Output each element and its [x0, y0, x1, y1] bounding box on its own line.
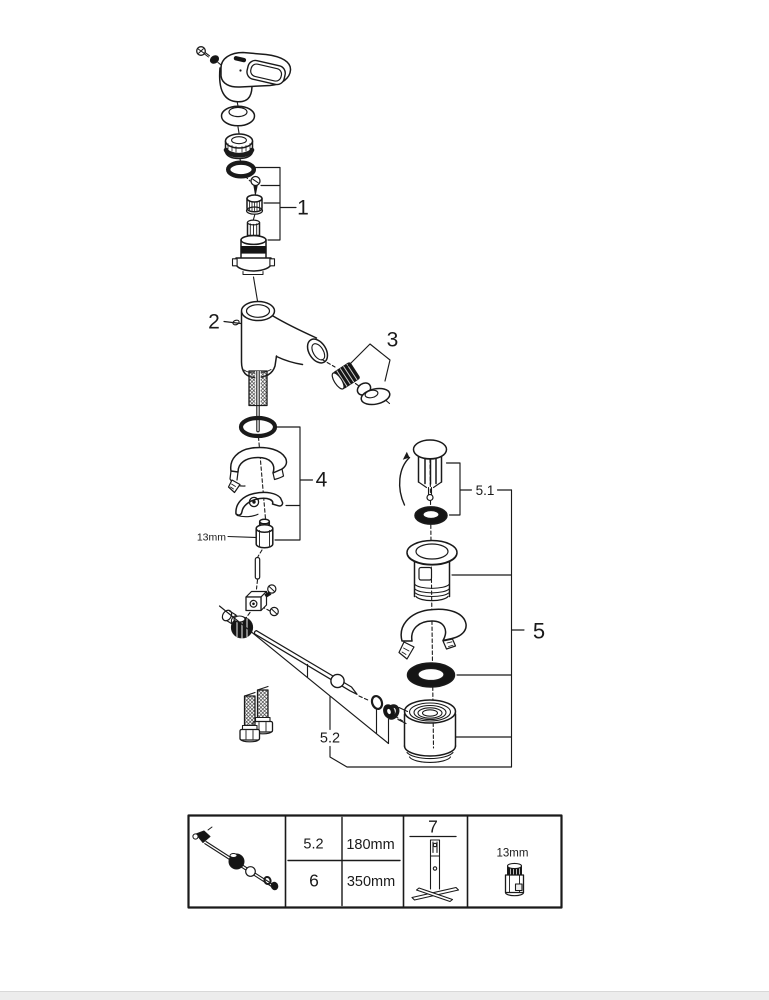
cartridge-screw-icon — [250, 175, 261, 196]
size-row1-length: 180mm — [346, 837, 394, 853]
legend-tool-cell: 7 — [409, 817, 460, 903]
popup-rod — [253, 629, 358, 695]
pivot-pin — [254, 556, 261, 580]
callout-4-bracket — [274, 426, 314, 541]
callout-1: 1 — [297, 197, 309, 220]
waste-gasket — [406, 662, 456, 688]
cartridge-nut — [245, 194, 264, 215]
mounting-tool-icon — [411, 839, 460, 903]
plug-seal-ring — [414, 506, 448, 525]
spout-outlet-parts: 3 — [321, 329, 399, 406]
callout-5-2-bracket — [218, 605, 513, 768]
legend-table: 5.2 180mm 6 350mm 7 13mm — [187, 814, 563, 909]
legend-rod-assembly-icon — [192, 826, 279, 891]
size-row2-ref: 6 — [309, 871, 319, 891]
rotate-arrow-icon — [398, 451, 411, 506]
cartridge — [231, 219, 276, 275]
block-screw2-icon — [269, 606, 279, 617]
block-screw-icon — [264, 584, 277, 598]
waste-plug — [412, 439, 448, 502]
size-row1-ref: 5.2 — [303, 837, 323, 853]
callout-2: 2 — [208, 311, 220, 334]
legend-size-table: 5.2 180mm 6 350mm — [287, 816, 401, 907]
clamp-wrench-plate — [235, 491, 284, 518]
callout-5: 5 — [533, 619, 545, 644]
pivot-block — [245, 590, 268, 612]
shank-nut-13mm — [255, 518, 274, 549]
fixing-set: 13mm 4 — [197, 415, 328, 549]
socket-size-label: 13mm — [497, 848, 529, 860]
callout-5-1: 5.1 — [476, 483, 495, 498]
popup-waste-assembly: 5.1 5 — [385, 439, 545, 768]
base-o-ring — [238, 415, 278, 439]
ball-joint-outlet — [356, 382, 391, 406]
hose-left — [239, 691, 261, 743]
callout-5-2: 5.2 — [320, 731, 340, 747]
faucet-body: 2 — [208, 300, 329, 433]
callout-1-bracket — [253, 166, 297, 241]
waste-lower-body — [385, 699, 457, 764]
callout-4: 4 — [316, 469, 328, 492]
rod-seal-ring — [383, 704, 395, 719]
popup-rod-set: 5.2 — [218, 549, 513, 768]
rod-o-ring — [370, 694, 384, 711]
lever-handle — [218, 51, 292, 103]
handle-dome-ring — [220, 105, 256, 127]
size-row2-length: 350mm — [347, 874, 395, 890]
handle-screw-icon — [196, 46, 210, 58]
aerator-insert-icon — [331, 362, 360, 390]
handle-assembly: 1 — [196, 46, 309, 302]
legend-socket-cell: 13mm — [497, 848, 529, 897]
waste-upper-body — [406, 539, 458, 602]
knurled-knob — [230, 615, 254, 639]
callout-5-bracket — [451, 489, 525, 768]
socket-nut-icon — [504, 862, 525, 897]
cartridge-cap-ring — [223, 133, 255, 160]
handle-o-ring — [225, 160, 256, 179]
callout-5-1-bracket — [445, 462, 513, 516]
tool-ref-label: 7 — [428, 817, 438, 837]
callout-3: 3 — [387, 329, 399, 352]
mounting-clamp — [227, 446, 288, 494]
handle-plug-icon — [209, 55, 220, 64]
waste-wedge-clamp — [398, 608, 467, 660]
connection-hoses — [239, 685, 274, 743]
wrench-size-label: 13mm — [197, 532, 226, 544]
footer-bar — [0, 991, 769, 1000]
